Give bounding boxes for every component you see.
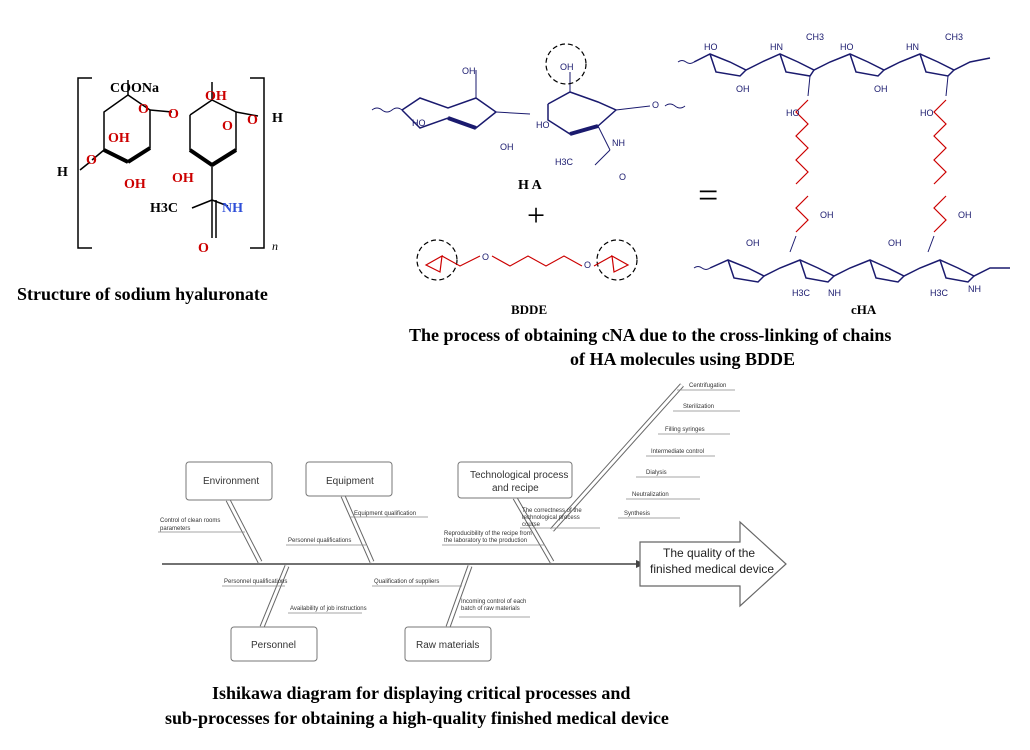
coona-label: COONa [110,81,159,96]
cause-clean-rooms-1: Control of clean rooms [160,518,220,524]
raw-materials-box [404,626,492,662]
tech-process-box [457,461,573,499]
hydroxyl-3: OH [172,171,194,186]
tech-process-line2: and recipe [492,483,539,494]
carbonyl-oxygen: O [198,241,209,256]
left-hydrogen: H [57,165,68,180]
amide-nh-label: NH [222,201,243,216]
bdde-ether-o2: O [584,260,591,270]
subcause-synthesis: Synthesis [624,511,650,517]
cha-label: cHA [851,302,877,317]
plus-sign: + [527,197,545,233]
cha-ho-2: HO [840,42,854,52]
right-hydrogen: H [272,111,283,126]
sodium-hyaluronate-structure: COONa O O OH O OH OH OH O H O H H3C NH O… [57,77,283,256]
glycosidic-oxygen: O [168,107,179,122]
subcause-filling-syringes: Filling syringes [665,427,705,433]
ishikawa-caption-line1: Ishikawa diagram for displaying critical… [212,683,630,703]
cause-reproducibility-2: the laboratory to the production [444,538,527,544]
environment-label: Environment [203,476,259,487]
crosslinking-caption-line1: The process of obtaining cNA due to the … [409,325,891,345]
equipment-label: Equipment [326,476,374,487]
ring1-oxygen: O [138,102,149,117]
ha-hydroxyl-3: HO [536,120,550,130]
cha-nh-1: NH [828,288,841,298]
cause-clean-rooms-2: parameters [160,526,190,532]
ha-primary-oh: OH [560,62,574,72]
cause-personnel-qualifications-bottom: Personnel qualifications [224,579,287,585]
cause-reproducibility-1: Reproducibility of the recipe from [444,531,532,537]
bdde-ether-o1: O [482,252,489,262]
subcause-dialysis: Dialysis [646,470,667,476]
subcause-centrifugation: Centrifugation [689,383,726,389]
tech-process-line1: Technological process [470,470,568,481]
head-line1: The quality of the [663,546,755,560]
cause-personnel-qualifications-top: Personnel qualifications [288,538,351,544]
ha-hydroxyl-2: OH [500,142,514,152]
ishikawa-caption-line2: sub-processes for obtaining a high-quali… [165,708,669,728]
right-oxygen: O [247,113,258,128]
ha-structure: OH OH HO OH HO NH H3C O O [371,43,686,182]
equipment-box [305,461,393,497]
cha-hn-2: HN [906,42,919,52]
cha-bridge-oh-2: HO [920,108,934,118]
subcause-sterilization: Sterilization [683,404,714,410]
cause-job-instructions: Availability of job instructions [290,606,367,612]
subcause-neutralization: Neutralization [632,492,669,498]
cha-oh-2: OH [874,84,888,94]
cha-bridge-oh-3: OH [820,210,834,220]
cha-h3c-2: H3C [930,288,949,298]
ch2oh-label: OH [205,89,227,104]
cha-oh-1: OH [736,84,750,94]
head-line2: finished medical device [650,562,774,576]
environment-box [185,461,273,501]
cha-ho-1: HO [704,42,718,52]
cause-correctness-1: The correctness of the [522,508,582,514]
cha-ch3-2: CH3 [945,32,963,42]
subcause-intermediate-control: Intermediate control [651,449,704,455]
cha-hn-1: HN [770,42,783,52]
hydroxyl-2: OH [124,177,146,192]
cha-cooh-1: OH [746,238,760,248]
cause-correctness-3: course [522,522,541,528]
ha-carboxyl-oh: OH [462,66,476,76]
cha-nh-2: NH [968,284,981,294]
cause-incoming-control-2: batch of raw materials [461,606,520,612]
cha-structure: HO HN CH3 HO HN CH3 OH OH HO HO OH OH OH… [677,32,1010,298]
ha-amide-nh: NH [612,138,625,148]
hydroxyl-1: OH [108,131,130,146]
ha-hydroxyl-1: HO [412,118,426,128]
sodium-hyaluronate-caption: Structure of sodium hyaluronate [17,284,268,304]
left-oxygen: O [86,153,97,168]
cha-h3c-1: H3C [792,288,811,298]
ha-label: H A [518,178,543,193]
crosslinking-caption-line2: of HA molecules using BDDE [570,349,795,369]
cha-bridge-oh-4: OH [958,210,972,220]
cause-equipment-qualification: Equipment qualification [354,511,416,517]
ha-methyl: H3C [555,157,574,167]
cause-correctness-2: technological process [522,515,580,521]
bdde-structure: O O [416,239,638,281]
cha-bridge-oh-1: HO [786,108,800,118]
personnel-box [230,626,318,662]
repeat-subscript: n [272,239,278,253]
cause-incoming-control-1: Incoming control of each [461,599,526,605]
ha-link-o: O [652,100,659,110]
personnel-label: Personnel [251,640,296,651]
ring2-oxygen: O [222,119,233,134]
ha-carbonyl-o: O [619,172,626,182]
cause-qualification-of-suppliers: Qualification of suppliers [374,579,439,585]
cha-cooh-2: OH [888,238,902,248]
bdde-label: BDDE [511,302,547,317]
ishikawa-diagram: The quality of the finished medical devi… [158,383,787,662]
head-arrow [639,520,787,608]
cha-ch3-1: CH3 [806,32,824,42]
methyl-label: H3C [150,201,178,216]
equals-sign: = [698,175,718,215]
raw-materials-label: Raw materials [416,640,479,651]
